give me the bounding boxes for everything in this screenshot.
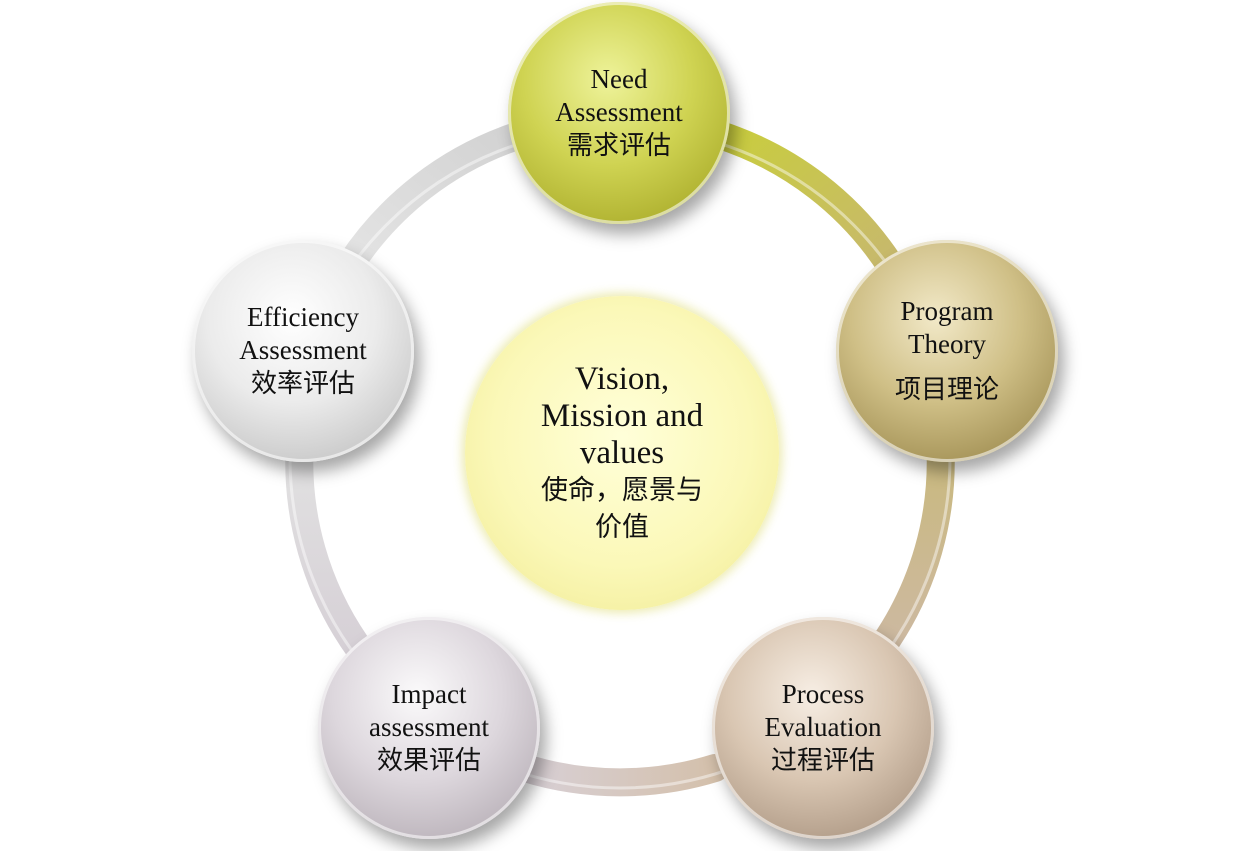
center-label-en-3: values [579,434,665,471]
impact-label-zh: 效果评估 [376,746,481,776]
center-label-zh-1: 使命，愿景与 [541,474,703,506]
program-label-zh: 项目理论 [894,375,999,405]
node-need-assessment: Need Assessment 需求评估 [508,2,730,224]
connector-process-impact [511,754,729,797]
efficiency-label-en-1: Efficiency [247,302,359,332]
process-label-en-2: Evaluation [764,712,882,742]
process-label-zh: 过程评估 [770,746,875,776]
connector-efficiency-need [334,121,534,282]
center-node-vision-mission-values: Vision, Mission and values 使命，愿景与 价值 [465,296,779,610]
connector-impact-efficiency [285,426,374,664]
center-label-en-1: Vision, [574,360,670,397]
need-label-en-1: Need [590,64,648,94]
center-label-zh-2: 价值 [595,511,649,543]
efficiency-label-en-2: Assessment [239,335,367,365]
connector-program-process [866,426,955,664]
node-program-theory: Program Theory 项目理论 [836,240,1058,462]
program-label-en-1: Program [900,296,994,326]
need-label-en-2: Assessment [555,97,683,127]
impact-label-en-2: assessment [369,712,489,742]
node-process-evaluation: Process Evaluation 过程评估 [712,617,934,839]
connector-need-program [706,121,906,282]
process-label-en-1: Process [781,679,865,709]
efficiency-label-zh: 效率评估 [250,369,355,399]
node-efficiency-assessment: Efficiency Assessment 效率评估 [192,240,414,462]
need-label-zh: 需求评估 [566,131,671,161]
node-impact-assessment: Impact assessment 效果评估 [318,617,540,839]
program-label-en-2: Theory [908,329,986,359]
center-label-en-2: Mission and [540,397,704,434]
impact-label-en-1: Impact [391,679,467,709]
